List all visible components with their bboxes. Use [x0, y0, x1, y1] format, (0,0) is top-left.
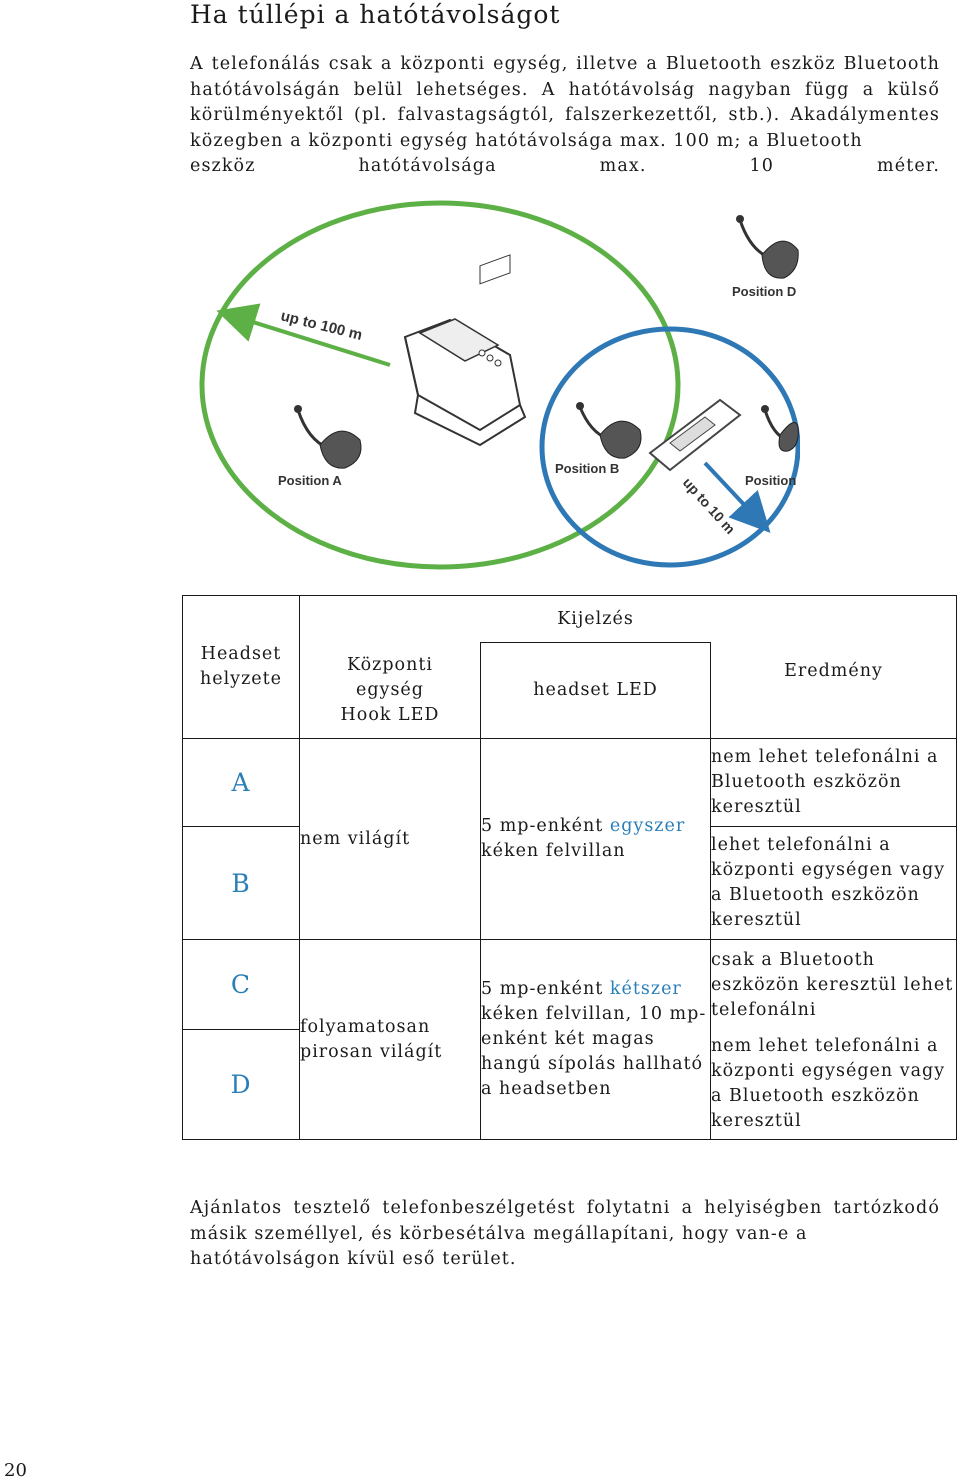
position-letter-d: D — [182, 1029, 300, 1140]
position-d-label: Position D — [732, 284, 796, 299]
base-range-label: up to 100 m — [279, 307, 364, 344]
led-frequency-ab: egyszer — [609, 816, 686, 836]
range-diagram: up to 100 m up to 10 m Position A Positi… — [199, 200, 800, 570]
position-letter-a: A — [182, 738, 300, 827]
base-station-icon — [403, 254, 527, 447]
status-table: Headset helyzete Kijelzés Központi egysé… — [182, 595, 957, 1140]
page-number: 20 — [4, 1460, 27, 1481]
headset-led-status-ab: 5 mp-enként egyszer kéken felvillan — [480, 738, 711, 940]
page-title: Ha túllépi a hatótávolságot — [190, 0, 561, 29]
device-range-label: up to 10 m — [680, 474, 739, 537]
led-frequency-cd: kétszer — [609, 979, 682, 999]
base-led-status-ab: nem világít — [299, 738, 481, 940]
intro-last-line: eszköz hatótávolsága max. 10 méter. — [190, 156, 940, 176]
header-headset-position: Headset helyzete — [182, 595, 300, 739]
result-d: nem lehet telefonálni a központi egysége… — [710, 1029, 957, 1140]
intro-body: A telefonálás csak a központi egység, il… — [190, 54, 940, 151]
header-base-hook-led: Központi egység Hook LED — [299, 642, 481, 739]
result-b: lehet telefonálni a központi egységen va… — [710, 826, 957, 940]
header-result: Eredmény — [710, 642, 957, 739]
result-c: csak a Bluetooth eszközön keresztül lehe… — [710, 939, 957, 1030]
position-letter-b: B — [182, 826, 300, 940]
headset-icon-a — [294, 405, 362, 469]
headset-icon-d — [736, 215, 799, 279]
headset-led-status-cd: 5 mp-enként kétszer kéken felvillan, 10 … — [480, 939, 711, 1140]
closing-paragraph: Ajánlatos tesztelő telefonbeszélgetést f… — [190, 1196, 940, 1273]
closing-body: Ajánlatos tesztelő telefonbeszélgetést f… — [190, 1198, 940, 1244]
header-headset-led: headset LED — [480, 642, 711, 739]
result-a: nem lehet telefonálni a Bluetooth eszköz… — [710, 738, 957, 827]
intro-paragraph: A telefonálás csak a központi egység, il… — [190, 52, 940, 180]
position-c-label: Position C — [745, 473, 800, 488]
closing-last-line: hatótávolságon kívül eső terület. — [190, 1249, 517, 1269]
position-b-label: Position B — [555, 461, 619, 476]
base-led-status-cd: folyamatosan pirosan világít — [299, 939, 481, 1140]
device-range-arrow — [703, 461, 771, 533]
header-display-group: Kijelzés — [480, 595, 711, 643]
headset-icon-b — [576, 402, 642, 459]
position-letter-c: C — [182, 939, 300, 1030]
mobile-phone-icon — [648, 398, 742, 472]
base-range-arrow — [216, 303, 391, 367]
device-range-circle — [539, 326, 800, 568]
position-a-label: Position A — [278, 473, 342, 488]
headset-icon-c — [761, 405, 799, 452]
base-range-circle — [199, 200, 681, 570]
